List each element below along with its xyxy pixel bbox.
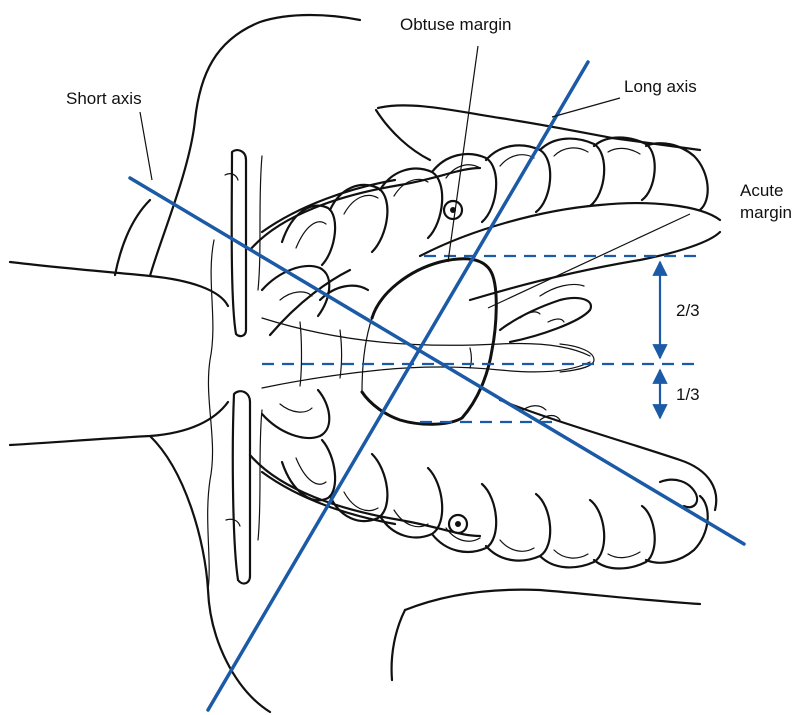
body-outline [10,15,700,712]
spine [208,150,262,590]
heart-outline [362,259,496,425]
acute-margin-label-line2: margin [740,203,792,222]
long-axis-label: Long axis [624,77,697,96]
short-axis-leader [140,112,152,180]
acute-margin-label-line1: Acute [740,181,783,200]
proportion-guides [262,256,700,422]
lower-rib-cage [250,390,716,569]
short-axis-line [130,178,744,544]
one-third-label: 1/3 [676,385,700,404]
long-axis-line [208,62,588,710]
two-thirds-label: 2/3 [676,301,700,320]
short-axis-label: Short axis [66,89,142,108]
leader-lines [140,46,690,308]
sternum [262,318,594,388]
obtuse-margin-label: Obtuse margin [400,15,512,34]
